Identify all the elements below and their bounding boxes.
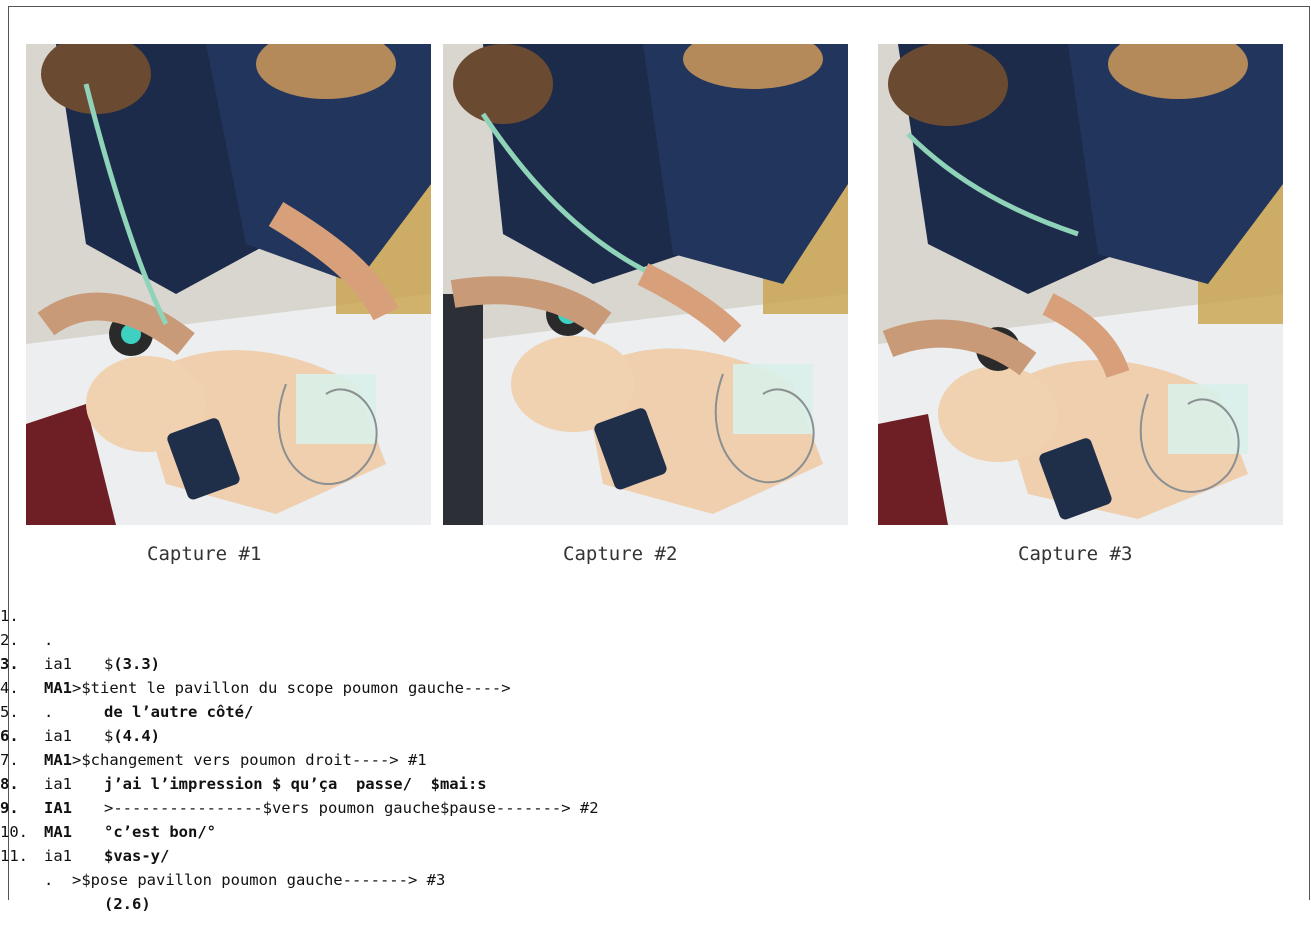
line-number: 11. <box>0 847 28 865</box>
transcript-line: 9. MA1 $vas-y/ <box>0 772 169 865</box>
capture-photo-1 <box>26 44 431 525</box>
speaker: . <box>44 703 54 721</box>
transcript-line: 3. MA1 de l’autre côté/ <box>0 628 253 721</box>
capture-caption-2: Capture #2 <box>563 543 678 565</box>
line-text: (2.6) <box>104 895 151 913</box>
speaker: ia1 <box>44 847 72 865</box>
simulation-scene-image <box>878 44 1283 525</box>
transcript-line: 7. ia1 >----------------$vers poumon gau… <box>0 724 599 817</box>
transcript-line: 4. . $(4.4) <box>0 652 160 745</box>
transcript-line: 11. . (2.6) <box>0 820 151 913</box>
line-number: 4. <box>0 679 19 697</box>
line-number: 10. <box>0 823 28 841</box>
pause-duration: (4.4) <box>113 727 161 745</box>
pause-duration: (3.3) <box>113 655 161 673</box>
capture-photo-2 <box>443 44 848 525</box>
line-number: 5. <box>0 703 19 721</box>
line-text: $vas-y/ <box>104 847 170 865</box>
line-number: 6. <box>0 727 19 745</box>
document-frame <box>8 6 1310 900</box>
capture-caption-3: Capture #3 <box>1018 543 1133 565</box>
speaker: IA1 <box>44 799 72 817</box>
line-text: j’ai l’impression $ qu’ça passe/ $mai:s <box>104 775 487 793</box>
simulation-scene-image <box>26 44 431 525</box>
line-number: 9. <box>0 799 19 817</box>
line-text: >$tient le pavillon du scope poumon gauc… <box>72 679 511 697</box>
simulation-scene-image <box>443 44 848 525</box>
speaker: ia1 <box>44 655 72 673</box>
transcript-line: 10. ia1 >$pose pavillon poumon gauche---… <box>0 796 445 889</box>
speaker: . <box>44 871 54 889</box>
line-number: 7. <box>0 751 19 769</box>
capture-caption-1: Capture #1 <box>147 543 262 565</box>
line-number: 2. <box>0 631 19 649</box>
line-text: °c’est bon/° <box>104 823 216 841</box>
transcript-line: 1. . $(3.3) <box>0 580 160 673</box>
speaker: MA1 <box>44 679 72 697</box>
transcript-line: 5. ia1 >$changement vers poumon droit---… <box>0 676 427 769</box>
transcript-line: 8. IA1 °c’est bon/° <box>0 748 216 841</box>
line-text: >$changement vers poumon droit----> #1 <box>72 751 427 769</box>
capture-photo-3 <box>878 44 1283 525</box>
speaker: MA1 <box>44 823 72 841</box>
line-text: >----------------$vers poumon gauche$pau… <box>104 799 599 817</box>
line-text: $(4.4) <box>104 727 161 745</box>
transcript-line: 2. ia1 >$tient le pavillon du scope poum… <box>0 604 511 697</box>
line-text: $(3.3) <box>104 655 161 673</box>
speaker: ia1 <box>44 727 72 745</box>
speaker: ia1 <box>44 775 72 793</box>
speaker: . <box>44 631 54 649</box>
line-number: 3. <box>0 655 19 673</box>
line-number: 8. <box>0 775 19 793</box>
speaker: MA1 <box>44 751 72 769</box>
line-number: 1. <box>0 607 19 625</box>
line-text: de l’autre côté/ <box>104 703 254 721</box>
line-text: >$pose pavillon poumon gauche-------> #3 <box>72 871 446 889</box>
transcript-line: 6. MA1 j’ai l’impression $ qu’ça passe/ … <box>0 700 487 793</box>
